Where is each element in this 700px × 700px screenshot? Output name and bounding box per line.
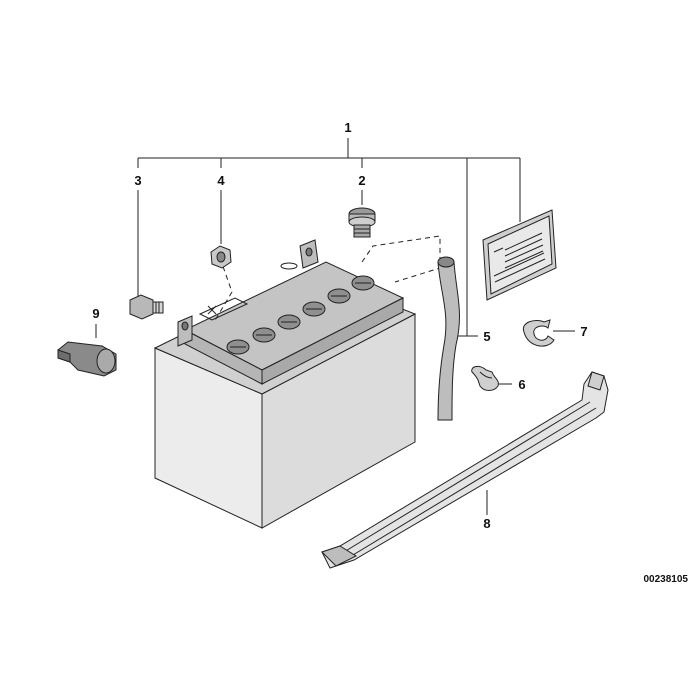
- callout-1-leader-tree: [137, 138, 521, 336]
- battery-terminal-right: [299, 239, 319, 269]
- callout-4: 4: [217, 173, 225, 188]
- vent-hose: [437, 256, 460, 421]
- hose-clip-7: [522, 319, 555, 347]
- hex-bolt: [129, 294, 164, 320]
- callout-1: 1: [344, 120, 351, 135]
- battery-cell-caps: [226, 275, 375, 355]
- callout-9: 9: [92, 306, 99, 321]
- callout-3: 3: [134, 173, 141, 188]
- battery-retaining-strap: [321, 371, 609, 569]
- callout-8: 8: [483, 516, 490, 531]
- terminal-cover-cap: [57, 341, 117, 377]
- callout-5: 5: [483, 329, 490, 344]
- assembly-dashed-lines: [213, 235, 441, 323]
- battery-terminal-left: [177, 315, 193, 347]
- hex-nut: [210, 245, 232, 269]
- callout-6: 6: [518, 377, 525, 392]
- callout-7: 7: [580, 324, 587, 339]
- document-number: 00238105: [644, 574, 689, 585]
- battery: [153, 239, 417, 529]
- warning-label-plate: [482, 209, 557, 301]
- callout-2: 2: [358, 173, 365, 188]
- hose-clip-6: [471, 365, 499, 391]
- vent-plug: [348, 207, 376, 238]
